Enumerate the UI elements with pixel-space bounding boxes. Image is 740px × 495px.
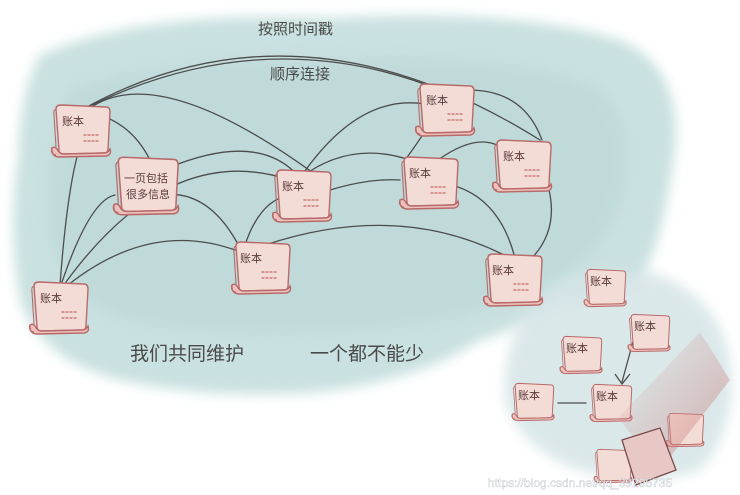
- ledger-label: 账本: [409, 166, 431, 180]
- ledger-label: 账本: [566, 341, 588, 355]
- watermark: https://blog.csdn.net/qq_39295735: [488, 476, 672, 490]
- ledger-scroll: 账本: [491, 139, 553, 193]
- ledger-label: 账本: [518, 388, 540, 402]
- ledger-scroll: 账本: [559, 335, 603, 375]
- falling-ledger: [621, 427, 677, 486]
- ledger-scroll: 账本: [482, 253, 544, 307]
- info-page-line-2: 很多信息: [126, 187, 170, 201]
- ledger-scroll: 账本: [50, 104, 112, 158]
- ledger-label: 账本: [282, 179, 304, 193]
- ledger-scroll: 账本: [589, 383, 633, 423]
- ledger-label: 账本: [426, 93, 448, 107]
- info-page-line-1: 一页包括: [124, 171, 168, 185]
- ledger-scroll: 账本: [28, 281, 90, 335]
- ledger-scroll: 账本: [271, 169, 333, 223]
- slogan-right: 一个都不能少: [310, 343, 424, 365]
- ledger-label: 账本: [596, 389, 618, 403]
- ledger-label: 账本: [503, 149, 525, 163]
- ledger-label: 账本: [40, 291, 62, 305]
- ledger-scroll: 账本: [230, 241, 292, 295]
- ledger-label: 账本: [62, 114, 84, 128]
- ledger-label: 账本: [634, 319, 656, 333]
- watercolor-background: [13, 15, 732, 480]
- slogan-left: 我们共同维护: [130, 343, 244, 365]
- ledger-label: 账本: [590, 274, 612, 288]
- ledger-scroll: 账本: [398, 156, 460, 210]
- ledger-scroll: 账本: [627, 313, 671, 353]
- ledger-scroll: 账本: [414, 83, 476, 137]
- ledger-scroll: 账本: [583, 268, 627, 308]
- header-line-1: 按照时间戳: [258, 20, 333, 38]
- ledger-scroll: 账本: [511, 382, 555, 422]
- info-page-scroll: 一页包括 很多信息: [112, 156, 180, 216]
- ledger-label: 账本: [492, 263, 514, 277]
- new-ledger-network: 账本 账本 账本 账本 账本: [511, 268, 730, 486]
- ledger-label: 账本: [240, 251, 262, 265]
- header-line-2: 顺序连接: [270, 65, 330, 83]
